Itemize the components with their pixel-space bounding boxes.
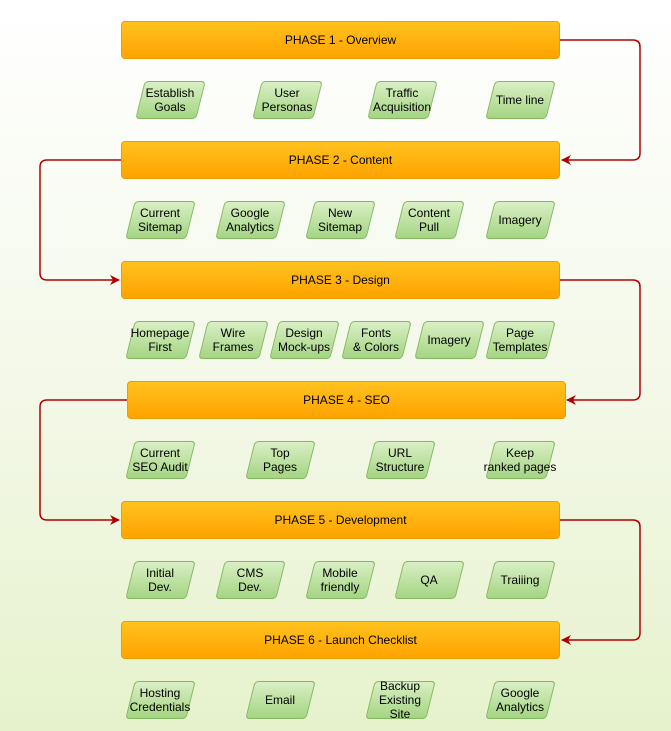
phase-2-title: PHASE 2 - Content [288, 153, 393, 167]
connector-phase1-to-phase2 [560, 39, 641, 165]
task-current-sitemap: Current Sitemap [123, 201, 197, 239]
task-keep-ranked-pages: Keep ranked pages [483, 441, 557, 479]
task-cms-dev: CMS Dev. [213, 561, 287, 599]
task-label: Google Analytics [495, 686, 545, 714]
connector-phase5-to-phase6 [560, 519, 641, 645]
phase-4-bar: PHASE 4 - SEO [127, 381, 566, 419]
phase-5-title: PHASE 5 - Development [274, 513, 407, 527]
task-label: Imagery [427, 333, 471, 347]
connector-phase3-to-phase4 [560, 279, 641, 405]
task-initial-dev: Initial Dev. [123, 561, 197, 599]
phase-1-bar: PHASE 1 - Overview [121, 21, 560, 59]
connector-phase2-to-phase3 [39, 159, 121, 285]
task-label: Email [264, 693, 295, 707]
phase-6-title: PHASE 6 - Launch Checklist [264, 633, 417, 647]
task-label: Hosting Credentials [129, 686, 191, 714]
task-label: New Sitemap [317, 206, 363, 234]
task-backup-existing-site: Backup Existing Site [363, 679, 437, 721]
task-label: Fonts & Colors [352, 326, 399, 354]
connector-phase4-to-phase5 [39, 399, 127, 525]
task-email: Email [243, 681, 317, 719]
task-label: Homepage First [130, 326, 190, 354]
task-google-analytics: Google Analytics [213, 201, 287, 239]
task-label: Top Pages [262, 446, 298, 474]
task-label: Backup Existing Site [378, 679, 422, 721]
task-google-analytics-launch: Google Analytics [483, 681, 557, 719]
task-homepage-first: Homepage First [123, 321, 197, 359]
task-mobile-friendly: Mobile friendly [303, 561, 377, 599]
task-wire-frames: Wire Frames [196, 321, 270, 359]
task-label: QA [420, 573, 438, 587]
task-new-sitemap: New Sitemap [303, 201, 377, 239]
task-content-pull: Content Pull [392, 201, 466, 239]
task-label: Time line [495, 93, 545, 107]
phase-4-title: PHASE 4 - SEO [303, 393, 390, 407]
task-establish-goals: Establish Goals [133, 81, 207, 119]
task-label: Current SEO Audit [132, 446, 188, 474]
task-url-structure: URL Structure [363, 441, 437, 479]
task-label: Traiiing [500, 573, 540, 587]
phase-1-title: PHASE 1 - Overview [284, 33, 397, 47]
task-label: Design Mock-ups [277, 326, 330, 354]
task-training: Traiiing [483, 561, 557, 599]
task-qa: QA [392, 561, 466, 599]
task-label: Current Sitemap [137, 206, 183, 234]
phase-2-bar: PHASE 2 - Content [121, 141, 560, 179]
task-traffic-acquisition: Traffic Acquisition [365, 81, 439, 119]
task-imagery: Imagery [483, 201, 557, 239]
task-label: Establish Goals [145, 86, 195, 114]
phase-5-bar: PHASE 5 - Development [121, 501, 560, 539]
task-label: CMS Dev. [236, 566, 264, 594]
task-label: Keep ranked pages [483, 446, 557, 474]
task-user-personas: User Personas [250, 81, 324, 119]
task-top-pages: Top Pages [243, 441, 317, 479]
task-label: Mobile friendly [320, 566, 360, 594]
task-label: Wire Frames [212, 326, 254, 354]
phase-6-bar: PHASE 6 - Launch Checklist [121, 621, 560, 659]
phase-3-bar: PHASE 3 - Design [121, 261, 560, 299]
task-current-seo-audit: Current SEO Audit [123, 441, 197, 479]
task-label: Traffic Acquisition [372, 86, 432, 114]
task-label: Google Analytics [225, 206, 275, 234]
task-hosting-credentials: Hosting Credentials [123, 681, 197, 719]
task-label: Content Pull [407, 206, 451, 234]
task-fonts-colors: Fonts & Colors [339, 321, 413, 359]
task-label: URL Structure [375, 446, 425, 474]
phase-3-title: PHASE 3 - Design [291, 273, 390, 287]
task-time-line: Time line [483, 81, 557, 119]
task-label: Initial Dev. [145, 566, 174, 594]
task-design-mockups: Design Mock-ups [267, 321, 341, 359]
task-imagery-design: Imagery [412, 321, 486, 359]
task-label: User Personas [261, 86, 313, 114]
task-page-templates: Page Templates [483, 321, 557, 359]
task-label: Page Templates [492, 326, 548, 354]
task-label: Imagery [498, 213, 542, 227]
